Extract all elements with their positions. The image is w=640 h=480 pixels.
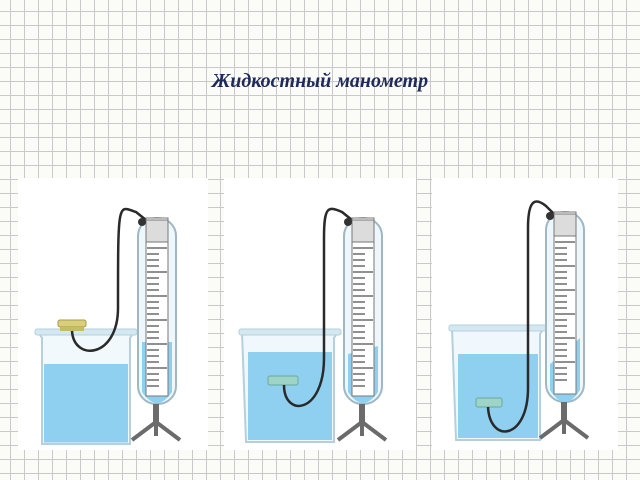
hose: [282, 207, 353, 408]
scale: [351, 217, 375, 397]
hose-connector: [138, 218, 146, 226]
beaker-rim: [34, 328, 138, 336]
scale-cap: [351, 219, 375, 243]
manometer-scene-2: [238, 207, 388, 443]
beaker-water-fill: [44, 364, 128, 442]
hose: [70, 207, 147, 352]
beaker: [238, 328, 342, 443]
probe-plate: [475, 397, 503, 408]
beaker: [34, 328, 138, 445]
beaker-rim: [238, 328, 342, 336]
probe-lid-base: [60, 327, 84, 331]
scale: [553, 211, 577, 395]
probe-plate: [267, 375, 299, 386]
u-tube-manometer: [137, 217, 177, 405]
hose-connector: [344, 218, 352, 226]
scale-ticks: [147, 247, 167, 387]
manometer-panel-2: [224, 178, 416, 450]
pressure-probe: [475, 397, 503, 408]
probe-lid: [57, 319, 87, 328]
beaker-water: [458, 354, 538, 438]
hose-connector: [546, 212, 554, 220]
hose: [486, 200, 555, 433]
manometer-panel-3: [432, 178, 618, 450]
pressure-probe: [57, 319, 87, 331]
scale-cap: [553, 213, 577, 237]
u-tube-manometer: [545, 211, 585, 403]
scale-ticks: [353, 247, 373, 387]
tripod-stand: [130, 404, 182, 442]
manometer-scene-1: [34, 207, 182, 445]
tripod-stand: [336, 404, 388, 442]
pressure-probe: [267, 375, 299, 386]
u-tube-manometer: [343, 217, 383, 405]
manometer-panel-1: [18, 178, 208, 450]
tripod-stand: [538, 402, 590, 440]
beaker-rim: [448, 324, 548, 332]
beaker-water: [248, 352, 332, 440]
scale-ticks: [555, 241, 575, 381]
slide-title: Жидкостный манометр: [211, 70, 429, 92]
beaker: [448, 324, 548, 441]
scale-cap: [145, 219, 169, 243]
manometer-scene-3: [448, 200, 590, 441]
scale: [145, 217, 169, 397]
